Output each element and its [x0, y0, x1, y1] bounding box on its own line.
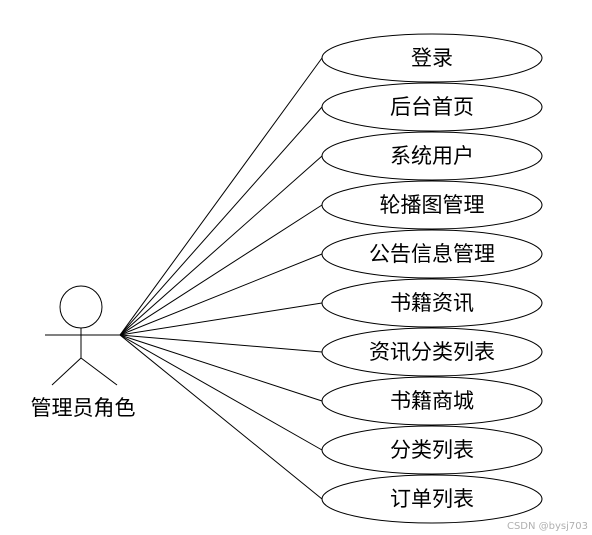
- association-line: [119, 204, 323, 336]
- use-case-ellipse: [321, 474, 543, 524]
- use-case-ellipse: [321, 376, 543, 426]
- use-case-ellipse: [321, 82, 543, 132]
- use-case-label: 分类列表: [390, 438, 474, 462]
- association-line: [119, 253, 323, 336]
- use-case-label: 系统用户: [390, 144, 474, 168]
- actor-left-leg: [51, 357, 82, 386]
- association-line: [119, 334, 323, 402]
- use-case-label: 轮播图管理: [380, 193, 485, 217]
- use-case-ellipse: [321, 278, 543, 328]
- use-case-label: 后台首页: [390, 95, 474, 119]
- association-line: [119, 334, 323, 353]
- association-line: [119, 155, 323, 336]
- use-case: 登录: [321, 33, 543, 83]
- use-case: 资讯分类列表: [321, 327, 543, 377]
- use-case-ellipse: [321, 33, 543, 83]
- use-case: 订单列表: [321, 474, 543, 524]
- use-case-label: 书籍资讯: [390, 291, 474, 315]
- use-case: 轮播图管理: [321, 180, 543, 230]
- use-case-label: 登录: [411, 46, 453, 70]
- actor-label: 管理员角色: [31, 396, 136, 420]
- use-case-label: 书籍商城: [390, 389, 474, 413]
- use-case-label: 公告信息管理: [369, 242, 495, 266]
- actor-stick-figure: 管理员角色: [31, 285, 136, 420]
- use-case-ellipse: [321, 229, 543, 279]
- watermark: CSDN @bysj703: [507, 521, 588, 532]
- association-lines: [119, 57, 323, 500]
- use-case-ellipse: [321, 131, 543, 181]
- use-case: 分类列表: [321, 425, 543, 475]
- use-case: 后台首页: [321, 82, 543, 132]
- association-line: [119, 334, 323, 451]
- actor-right-leg: [80, 357, 118, 386]
- use-case-ellipse: [321, 327, 543, 377]
- use-case-ellipse: [321, 180, 543, 230]
- association-line: [119, 57, 323, 336]
- use-case-ellipse: [321, 425, 543, 475]
- association-line: [119, 334, 323, 500]
- use-case: 书籍商城: [321, 376, 543, 426]
- use-case: 公告信息管理: [321, 229, 543, 279]
- association-line: [119, 106, 323, 336]
- use-case-group: 登录后台首页系统用户轮播图管理公告信息管理书籍资讯资讯分类列表书籍商城分类列表订…: [321, 33, 543, 524]
- association-line: [119, 302, 323, 336]
- use-case-label: 资讯分类列表: [369, 340, 495, 364]
- use-case: 书籍资讯: [321, 278, 543, 328]
- actor-head: [59, 285, 103, 329]
- use-case: 系统用户: [321, 131, 543, 181]
- use-case-label: 订单列表: [390, 487, 474, 511]
